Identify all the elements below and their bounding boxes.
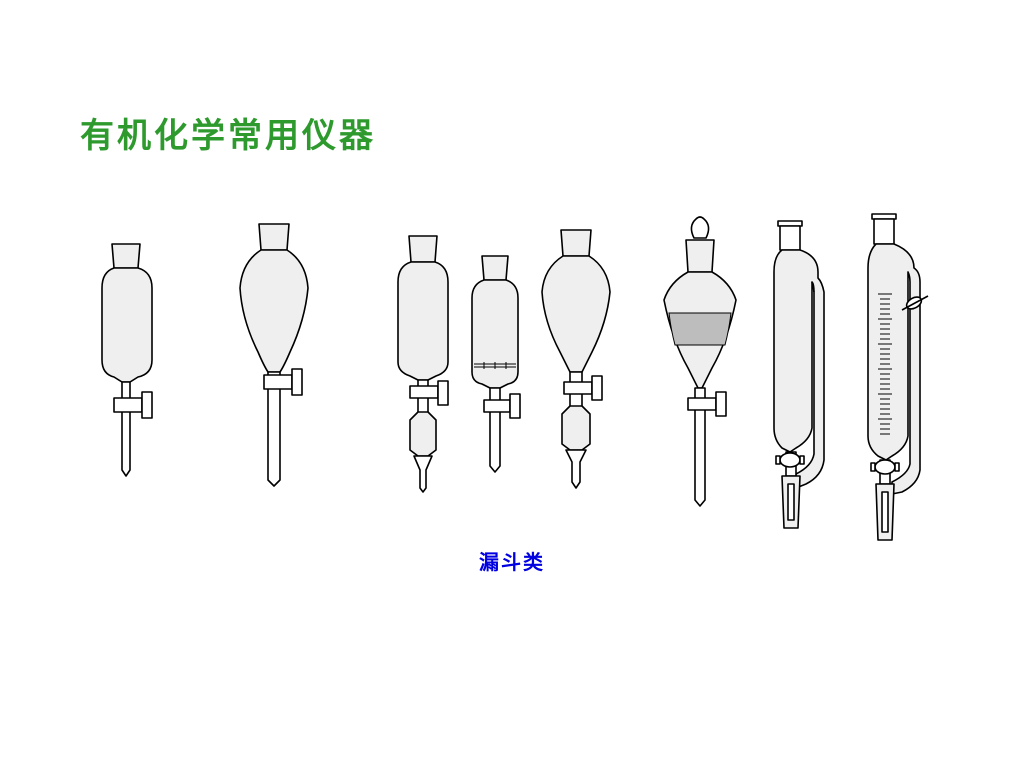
globe-separatory-funnel-with-liquid bbox=[663, 216, 737, 507]
cylindrical-funnel-with-lower-bulb bbox=[397, 235, 449, 493]
cylindrical-funnel-with-sieve-plate bbox=[471, 255, 521, 473]
pear-funnel-with-lower-bulb bbox=[541, 229, 611, 489]
pressure-equalizing-funnel bbox=[773, 220, 825, 529]
graduation-scale bbox=[878, 293, 892, 435]
graduated-pressure-equalizing-funnel bbox=[867, 213, 929, 541]
pear-shaped-separatory-funnel bbox=[239, 223, 309, 487]
category-caption: 漏斗类 bbox=[479, 550, 545, 574]
slide-title: 有机化学常用仪器 bbox=[80, 116, 376, 156]
upper-stopcock bbox=[901, 295, 929, 311]
cylindrical-separatory-funnel bbox=[101, 243, 153, 477]
